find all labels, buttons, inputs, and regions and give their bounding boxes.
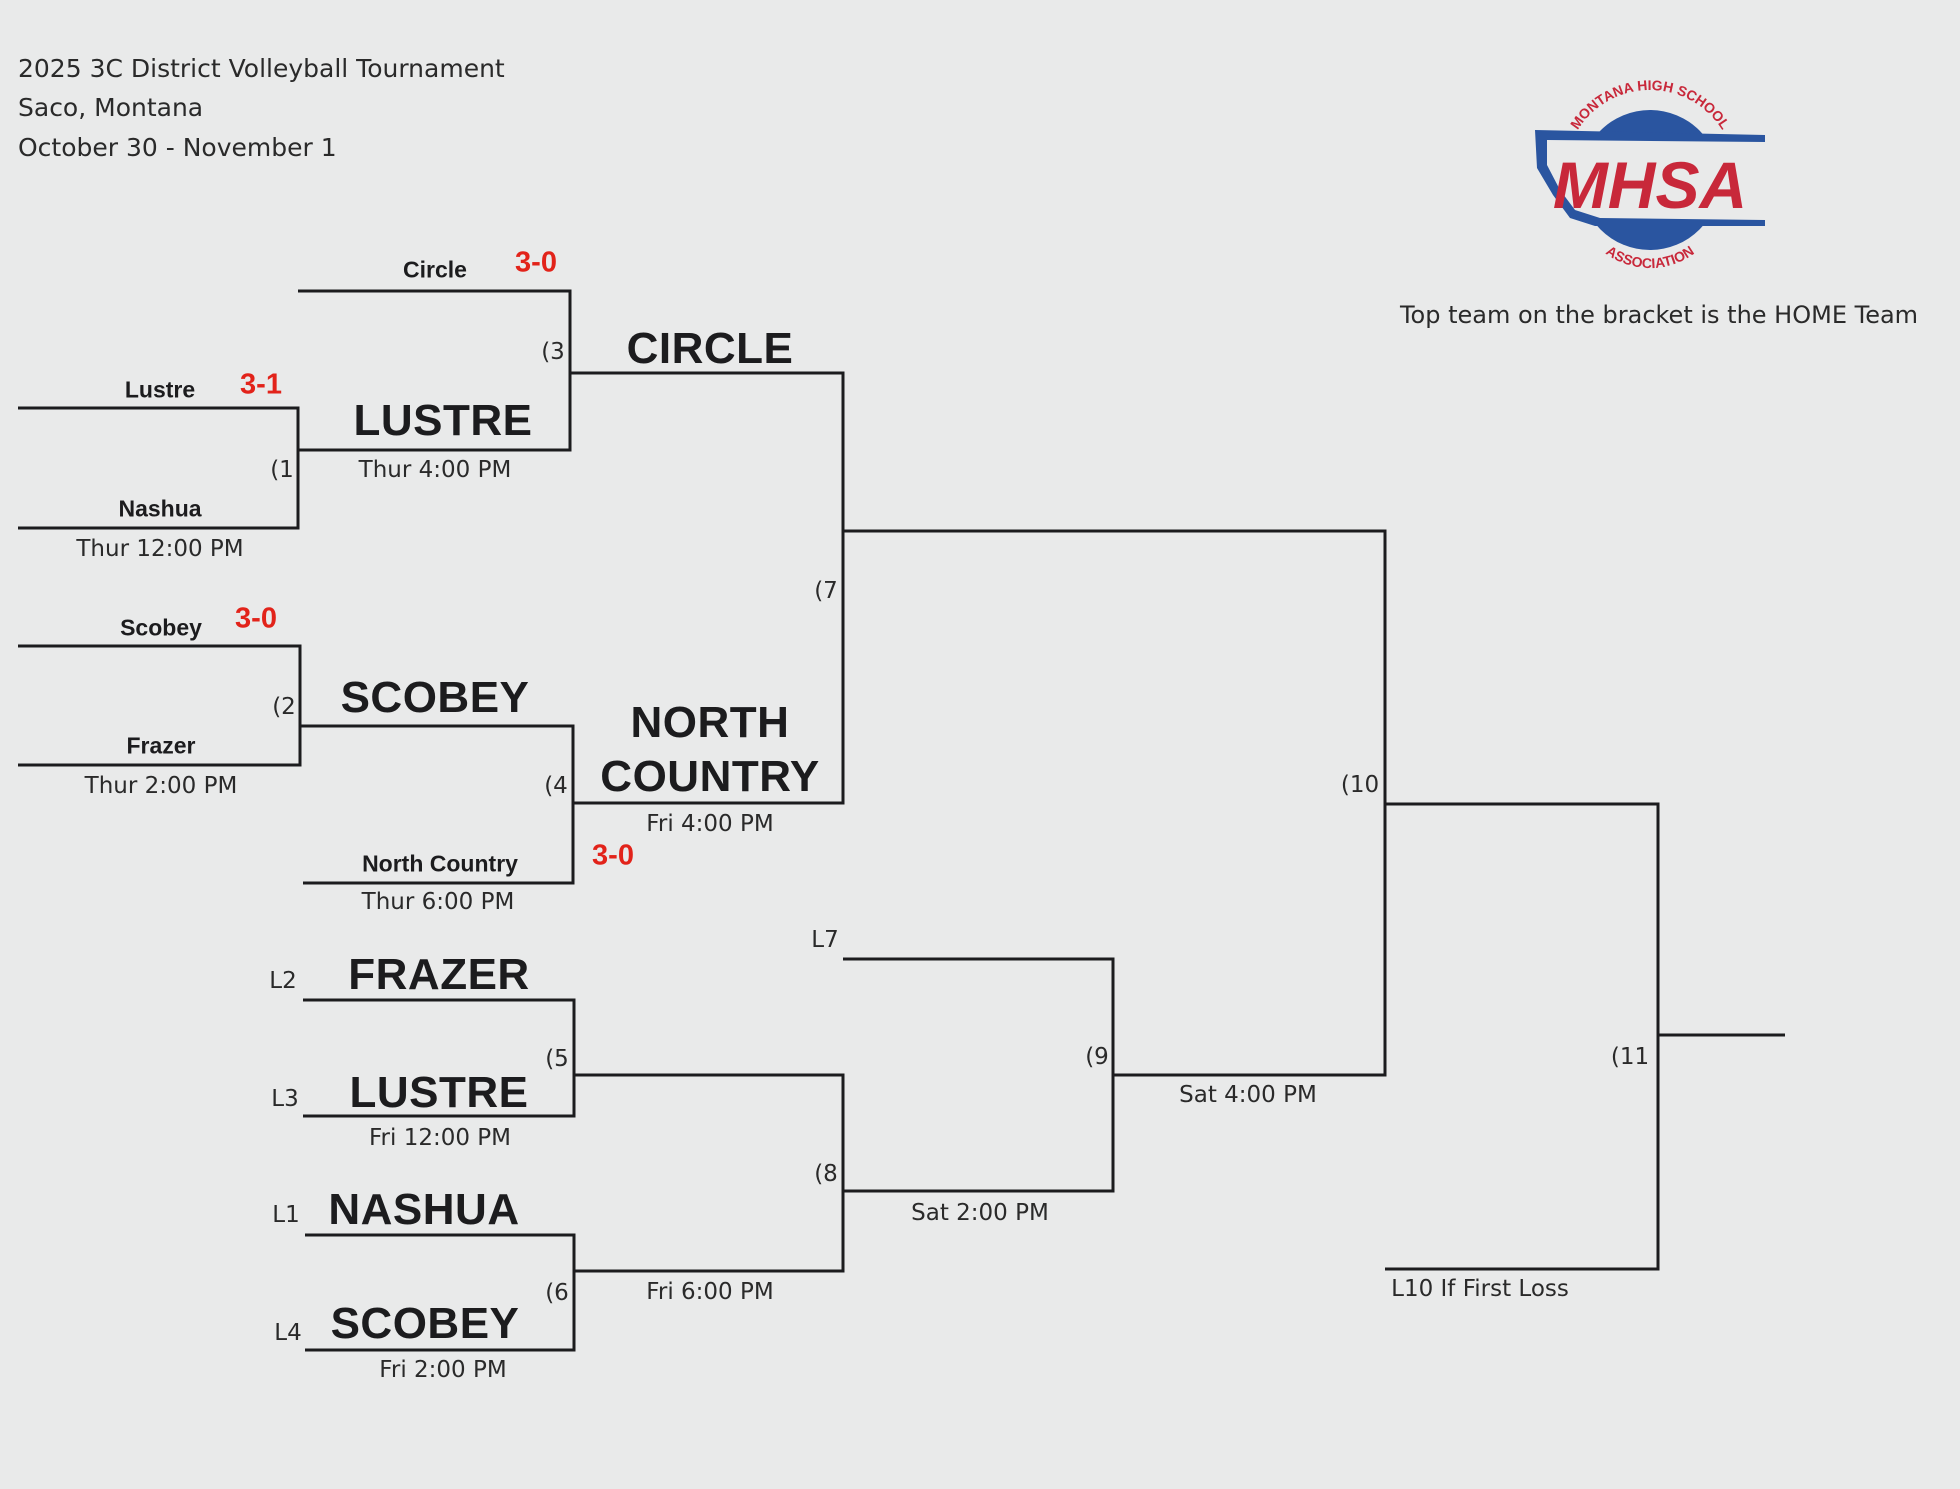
loser-seed: L1 bbox=[272, 1202, 300, 1228]
score: 3-1 bbox=[240, 368, 282, 401]
bracket-line bbox=[305, 1233, 576, 1352]
mhsa-logo: MHSA MONTANA HIGH SCHOOL ASSOCIATION bbox=[1535, 80, 1775, 271]
tournament-dates: October 30 - November 1 bbox=[18, 133, 337, 162]
team-frazer: Frazer bbox=[126, 732, 196, 759]
game-time: Thur 2:00 PM bbox=[84, 773, 238, 799]
bracket-line bbox=[570, 371, 845, 805]
game-number: (6 bbox=[545, 1280, 569, 1306]
game-number: (11 bbox=[1610, 1044, 1650, 1070]
bracket-line bbox=[18, 406, 300, 530]
bracket-line bbox=[843, 957, 1115, 1193]
game-number: (4 bbox=[544, 773, 568, 799]
team-scobey-big: SCOBEY bbox=[330, 1299, 520, 1348]
game-time: Thur 6:00 PM bbox=[361, 889, 515, 915]
game-number: (8 bbox=[814, 1161, 838, 1187]
winner-scobey: SCOBEY bbox=[340, 673, 530, 722]
bracket-line bbox=[300, 724, 575, 885]
game-number: (1 bbox=[270, 457, 294, 483]
game-number: (2 bbox=[272, 694, 296, 720]
bracket-line bbox=[303, 998, 576, 1118]
team-nashua-big: NASHUA bbox=[328, 1185, 520, 1234]
team-north-country: North Country bbox=[362, 850, 518, 877]
game-time: Fri 6:00 PM bbox=[646, 1279, 774, 1305]
bracket-line bbox=[298, 289, 572, 452]
winner-north-country-line1: NORTH bbox=[630, 698, 790, 747]
team-lustre-big: LUSTRE bbox=[349, 1068, 529, 1117]
team-scobey: Scobey bbox=[120, 614, 202, 641]
team-nashua: Nashua bbox=[118, 495, 202, 522]
game-number: (7 bbox=[814, 578, 838, 604]
loser-seed: L2 bbox=[269, 968, 297, 994]
game-number: (5 bbox=[545, 1046, 569, 1072]
game-time: Fri 4:00 PM bbox=[646, 811, 774, 837]
game-time: Fri 2:00 PM bbox=[379, 1357, 507, 1383]
loser-seed: L3 bbox=[271, 1086, 299, 1112]
score: 3-0 bbox=[235, 602, 277, 635]
team-lustre: Lustre bbox=[124, 376, 196, 403]
score: 3-0 bbox=[592, 839, 634, 872]
team-frazer-big: FRAZER bbox=[348, 950, 530, 999]
winner-north-country-line2: COUNTRY bbox=[600, 752, 820, 801]
game-number: (9 bbox=[1085, 1044, 1109, 1070]
bracket-line bbox=[1385, 802, 1660, 1271]
logo-text: MHSA bbox=[1553, 148, 1747, 222]
game-number: (3 bbox=[541, 339, 565, 365]
loser-seed: L4 bbox=[274, 1320, 302, 1346]
loser-seed: L10 If First Loss bbox=[1391, 1276, 1569, 1302]
game-time: Thur 12:00 PM bbox=[76, 536, 244, 562]
game-time: Sat 2:00 PM bbox=[911, 1200, 1049, 1226]
game-number: (10 bbox=[1340, 772, 1380, 798]
bracket-line bbox=[574, 1073, 845, 1273]
winner-circle: CIRCLE bbox=[626, 324, 794, 373]
loser-seed: L7 bbox=[811, 927, 839, 953]
home-team-note: Top team on the bracket is the HOME Team bbox=[1399, 301, 1919, 329]
team-circle: Circle bbox=[403, 256, 467, 283]
tournament-location: Saco, Montana bbox=[18, 93, 204, 122]
game-time: Sat 4:00 PM bbox=[1179, 1082, 1317, 1108]
score: 3-0 bbox=[515, 246, 557, 279]
winner-lustre: LUSTRE bbox=[353, 396, 533, 445]
game-time: Thur 4:00 PM bbox=[358, 457, 512, 483]
tournament-title: 2025 3C District Volleyball Tournament bbox=[18, 54, 505, 83]
bracket-line bbox=[18, 644, 302, 767]
game-time: Fri 12:00 PM bbox=[368, 1125, 512, 1151]
